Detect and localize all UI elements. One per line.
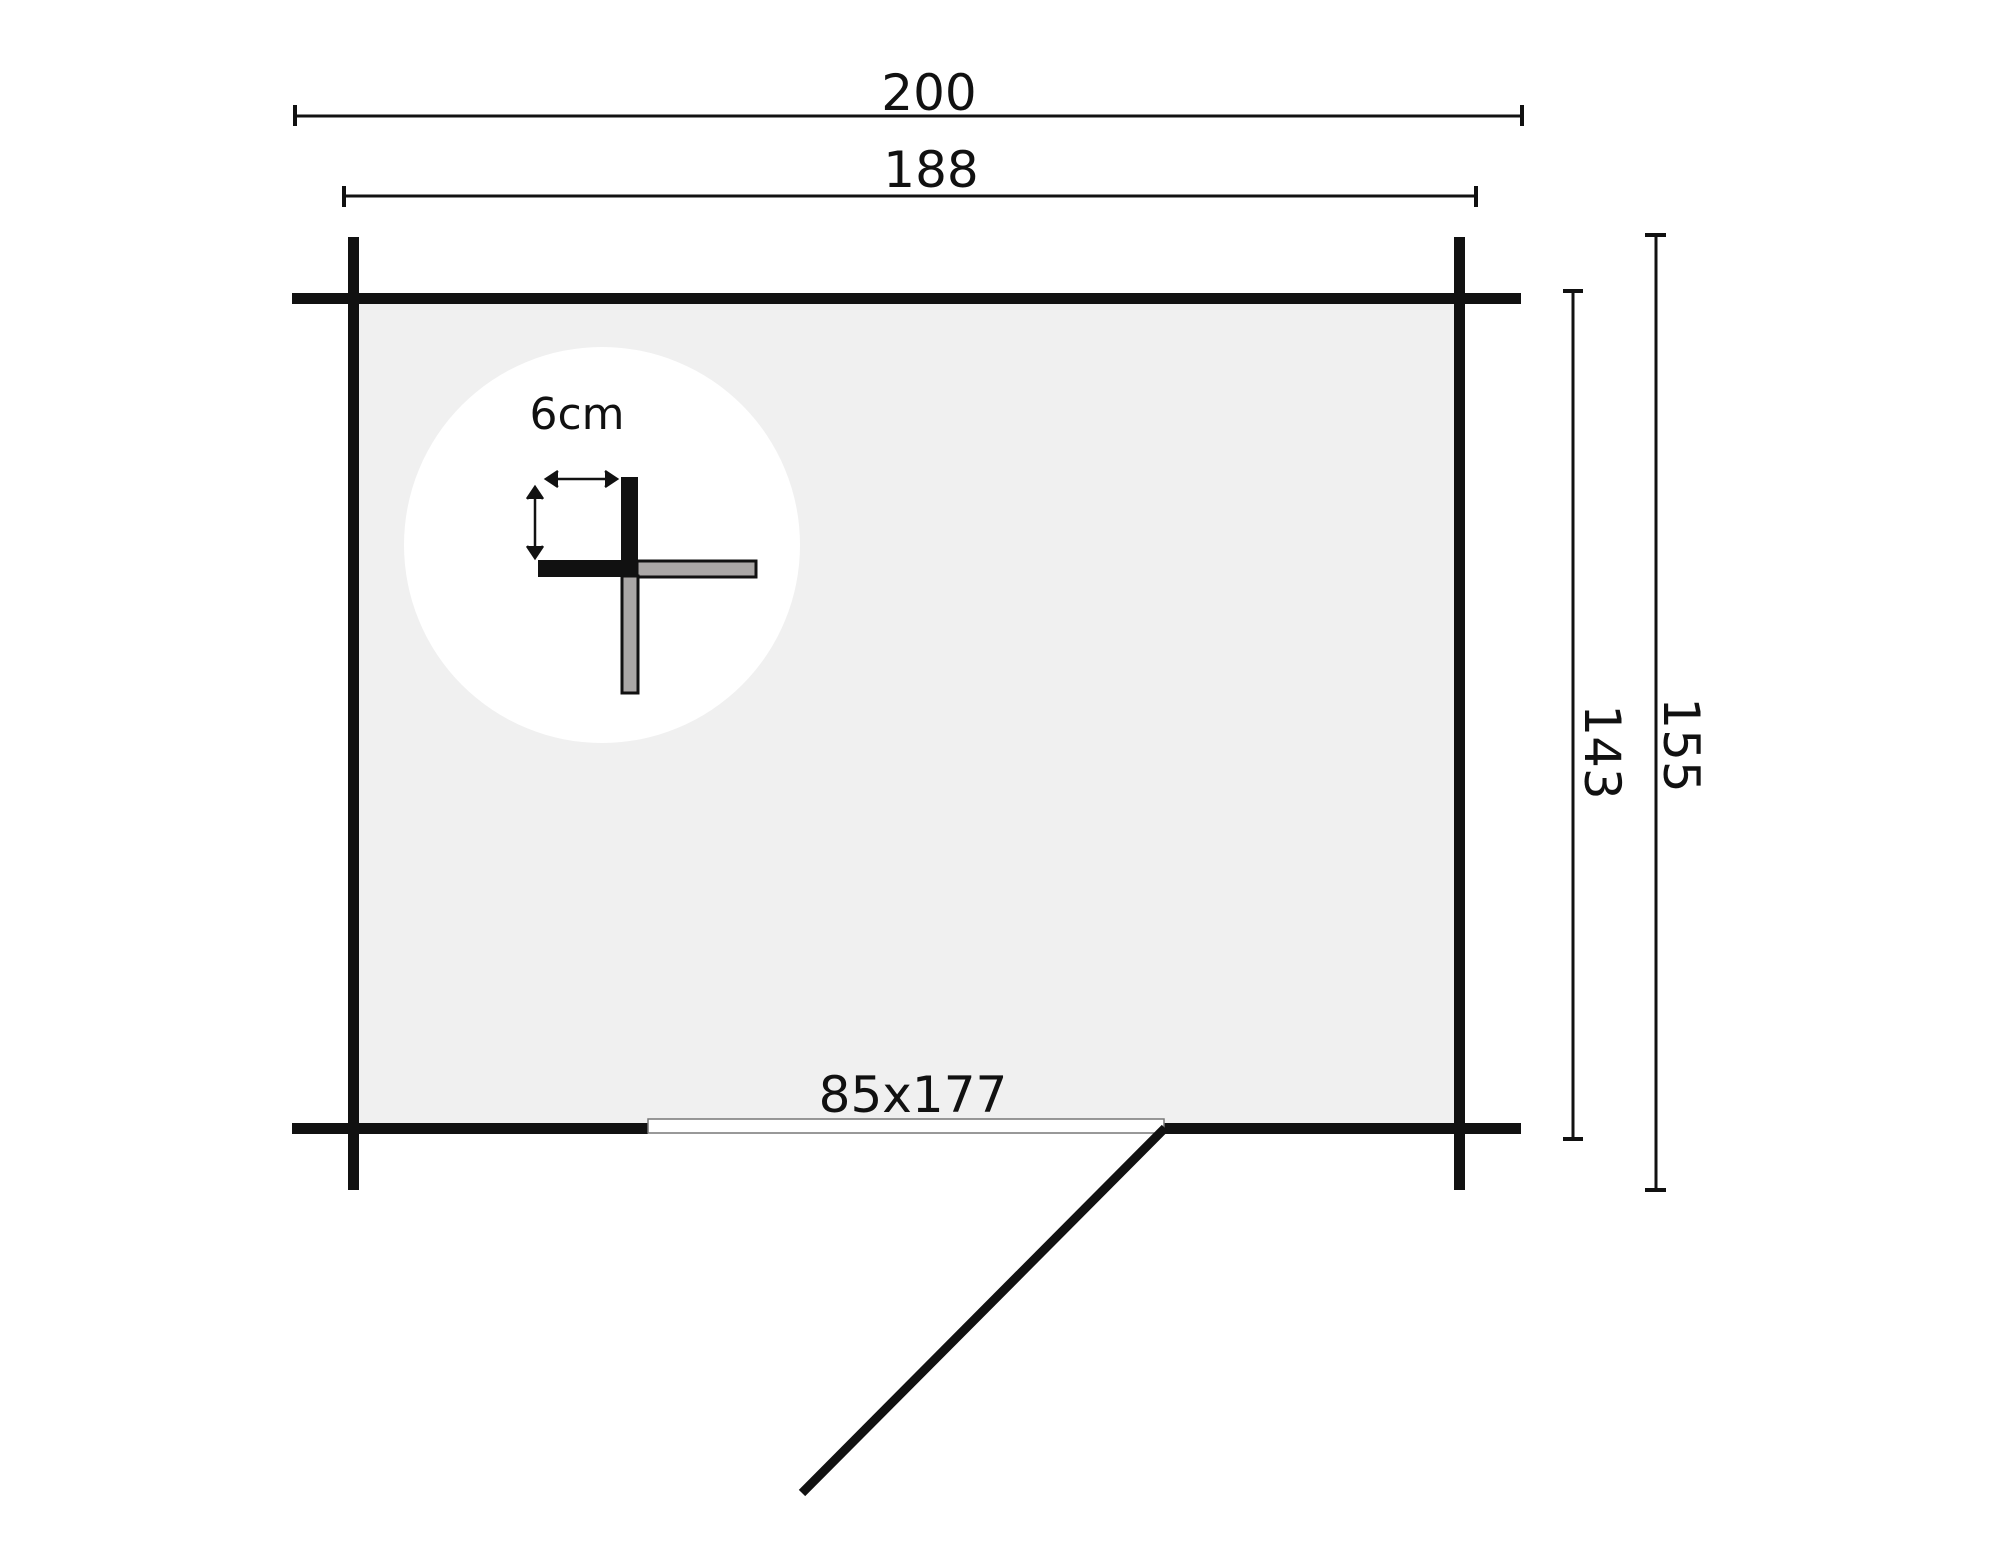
door-size-label: 85x177 [819, 1066, 1008, 1124]
dimension-inner-width [342, 186, 1478, 207]
wall-top [292, 293, 1521, 304]
inner-width-label: 188 [883, 141, 978, 199]
door-threshold [647, 1118, 1165, 1134]
double-arrow-horizontal-icon [543, 469, 620, 489]
wall-joint-inset: 6cm [404, 347, 800, 743]
inset-gray-beam-vertical [620, 574, 640, 695]
inset-black-beam-vertical [621, 477, 638, 577]
outer-width-label: 200 [881, 64, 976, 122]
inset-circle [404, 347, 800, 743]
outer-depth-label: 155 [1652, 697, 1710, 792]
inset-black-beam-horizontal [538, 560, 638, 577]
wall-bottom-left [292, 1123, 648, 1134]
wall-left [348, 237, 359, 1190]
inset-gray-beam-horizontal [635, 559, 758, 579]
double-arrow-vertical-icon [525, 484, 545, 561]
walls [292, 237, 1521, 1190]
wall-bottom-right [1164, 1123, 1521, 1134]
dimension-outer-depth [1645, 233, 1666, 1192]
door-leaf [798, 1124, 1169, 1497]
dimension-outer-width [293, 105, 1524, 126]
inner-depth-label: 143 [1573, 704, 1631, 799]
dimension-inner-depth [1563, 289, 1583, 1141]
wall-right [1454, 237, 1465, 1190]
inset-thickness-label: 6cm [529, 389, 624, 440]
